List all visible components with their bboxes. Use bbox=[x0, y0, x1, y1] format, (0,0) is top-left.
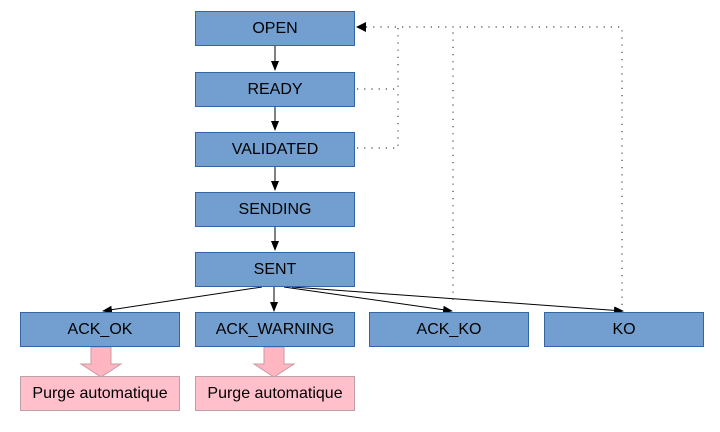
edge-ready-open-dotted bbox=[357, 27, 399, 90]
action-purge-ack-ok: Purge automatique bbox=[20, 376, 180, 411]
state-ack-warning: ACK_WARNING bbox=[195, 312, 355, 347]
state-sent: SENT bbox=[195, 252, 355, 287]
state-ko: KO bbox=[544, 312, 704, 347]
block-arrow-ack-warning-purge bbox=[252, 346, 296, 378]
edge-ko-open-dotted bbox=[366, 26, 623, 305]
state-validated: VALIDATED bbox=[195, 132, 355, 167]
edge-sent-ko bbox=[291, 286, 624, 315]
edge-validated-open-dotted bbox=[357, 89, 399, 149]
state-ack-ok: ACK_OK bbox=[20, 312, 180, 347]
state-ready: READY bbox=[195, 72, 355, 107]
state-open: OPEN bbox=[195, 11, 355, 46]
edge-open-return-arrowhead bbox=[356, 22, 366, 32]
state-sending: SENDING bbox=[195, 192, 355, 227]
edge-sent-ack-ko bbox=[283, 286, 453, 314]
block-arrow-ack-ok-purge bbox=[79, 346, 123, 378]
action-purge-ack-warning: Purge automatique bbox=[195, 376, 355, 411]
edge-sent-ack-ok bbox=[102, 286, 263, 314]
state-ack-ko: ACK_KO bbox=[369, 312, 529, 347]
